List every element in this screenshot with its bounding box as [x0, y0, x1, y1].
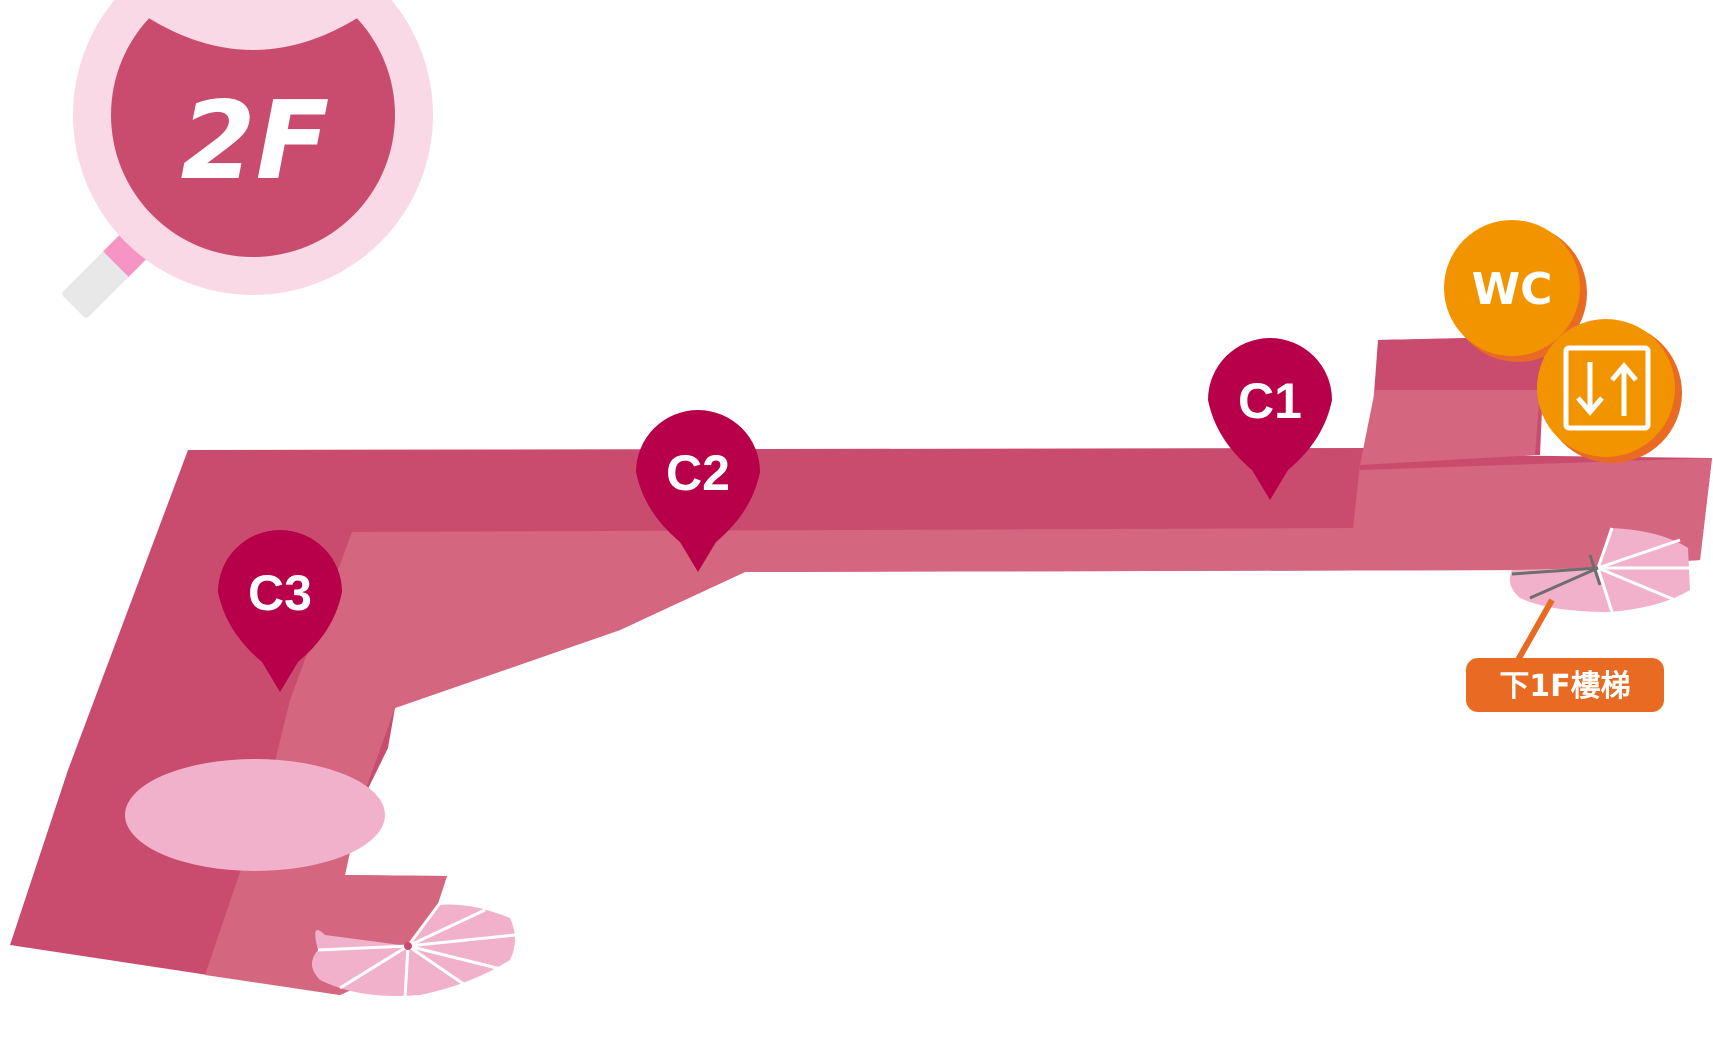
right-block-inner — [1360, 390, 1540, 465]
floor-plan — [10, 338, 1712, 995]
pin-marker — [636, 410, 760, 572]
pin-c3[interactable]: C3 — [218, 530, 342, 692]
pin-label: C3 — [248, 565, 312, 621]
pin-c2[interactable]: C2 — [636, 410, 760, 572]
stairs-callout[interactable]: 下1F樓梯 — [1466, 598, 1664, 712]
wc-label: WC — [1472, 264, 1553, 315]
pin-c1[interactable]: C1 — [1208, 338, 1332, 500]
stairs-right — [1509, 527, 1692, 613]
floor-badge: 2F — [62, 0, 433, 318]
pin-label: C1 — [1238, 373, 1302, 429]
elevator-icon — [1563, 345, 1651, 431]
stairs-callout-label: 下1F樓梯 — [1499, 669, 1630, 704]
pin-marker — [218, 530, 342, 692]
inner-corridor — [205, 458, 1712, 995]
stairs-lower-left — [311, 902, 516, 999]
pin-marker — [1208, 338, 1332, 500]
main-corridor — [10, 338, 1712, 995]
oval-area — [125, 759, 385, 871]
wc-badge[interactable]: WC — [1444, 220, 1587, 362]
elevator-badge[interactable] — [1537, 319, 1682, 463]
pin-label: C2 — [666, 445, 730, 501]
floor-label: 2F — [181, 79, 330, 204]
